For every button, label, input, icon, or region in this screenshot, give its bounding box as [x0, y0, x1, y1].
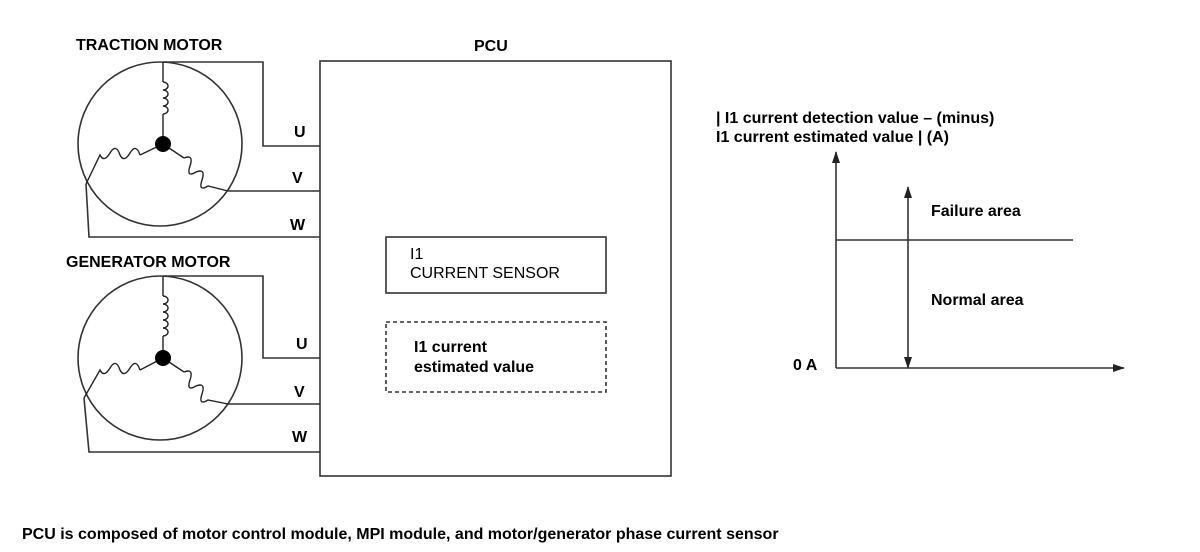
generator-motor-winding-left	[83, 357, 164, 399]
current-sensor-label-line1: I1	[410, 246, 423, 263]
generator-motor-housing	[77, 275, 243, 441]
graph-ylabel-line1: | I1 current detection value – (minus)	[716, 110, 994, 127]
graph-origin-label: 0 A	[793, 357, 818, 374]
pcu-title: PCU	[474, 38, 508, 55]
traction-motor-winding-left	[85, 143, 164, 185]
traction-motor-label-u: U	[294, 124, 306, 141]
generator-motor-label-v: V	[294, 384, 305, 401]
generator-motor-lead-u	[163, 275, 320, 359]
detection-graph: | I1 current detection value – (minus) I…	[716, 110, 1125, 374]
traction-motor-winding-u	[162, 62, 169, 144]
estimated-value-label-line1: I1 current	[414, 339, 488, 356]
traction-motor-winding-right	[162, 143, 229, 192]
current-sensor-box	[385, 236, 607, 294]
estimated-value-label-line2: estimated value	[414, 359, 534, 376]
graph-failure-area-label: Failure area	[931, 203, 1021, 220]
generator-motor-label-w: W	[292, 429, 308, 446]
traction-motor: TRACTION MOTOR U V W	[76, 37, 320, 238]
generator-motor-winding-u	[162, 276, 169, 358]
graph-ylabel-line2: I1 current estimated value | (A)	[716, 129, 949, 146]
generator-motor: GENERATOR MOTOR U V W	[66, 254, 320, 453]
generator-motor-winding-right	[162, 357, 229, 405]
generator-motor-label-u: U	[296, 336, 308, 353]
traction-motor-lead-w	[85, 183, 320, 238]
current-sensor-label-line2: CURRENT SENSOR	[410, 265, 560, 282]
generator-motor-title: GENERATOR MOTOR	[66, 254, 231, 271]
generator-motor-lead-w	[83, 397, 320, 453]
pcu: PCU I1 CURRENT SENSOR I1 current estimat…	[319, 38, 672, 477]
estimated-value-box	[385, 321, 607, 393]
traction-motor-neutral-point	[155, 136, 171, 152]
traction-motor-label-v: V	[292, 170, 303, 187]
caption: PCU is composed of motor control module,…	[22, 526, 779, 543]
pcu-box	[319, 60, 672, 477]
traction-motor-title: TRACTION MOTOR	[76, 37, 223, 54]
graph-normal-area-label: Normal area	[931, 292, 1024, 309]
generator-motor-neutral-point	[155, 350, 171, 366]
traction-motor-lead-u	[163, 61, 320, 147]
traction-motor-housing	[77, 61, 243, 227]
traction-motor-label-w: W	[290, 217, 306, 234]
